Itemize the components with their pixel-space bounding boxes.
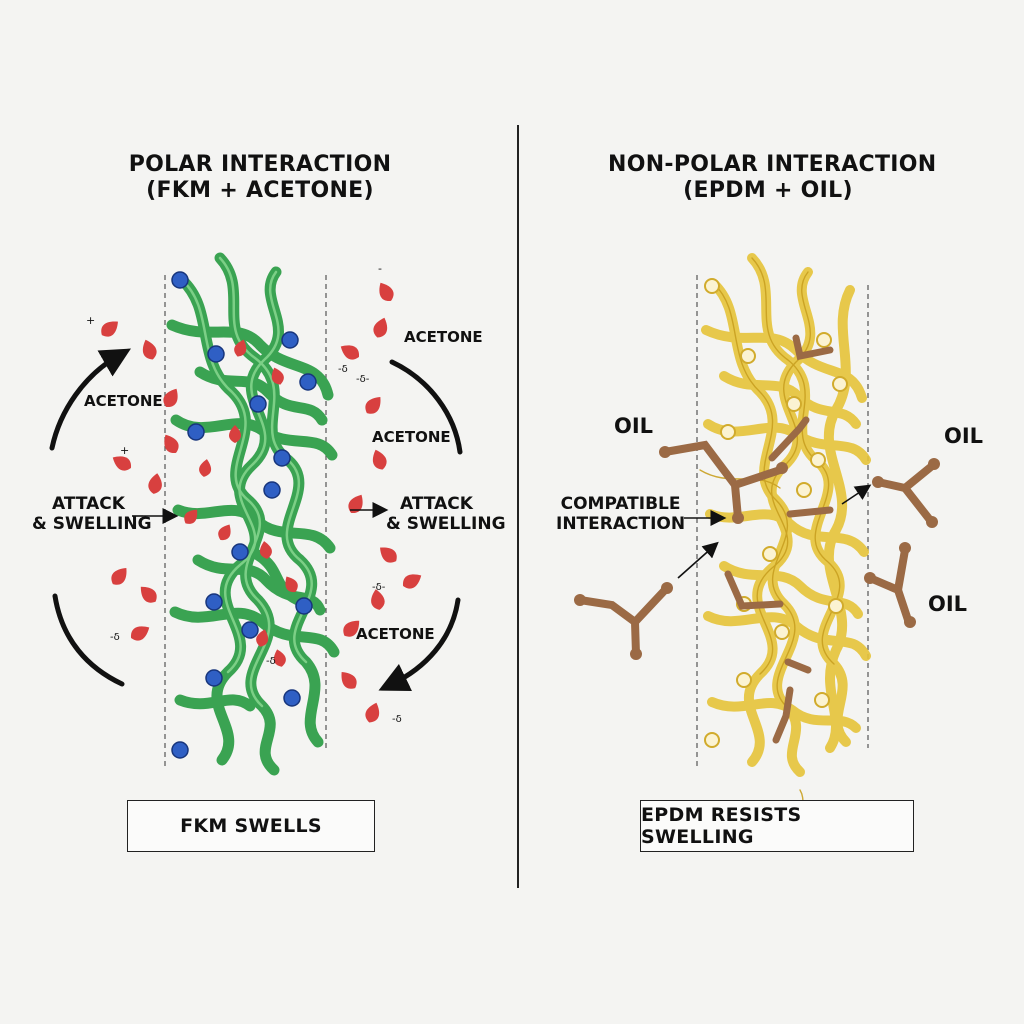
cycle-arrows [49, 348, 463, 691]
acetone-label: ACETONE [404, 328, 483, 346]
oil-molecule [864, 542, 916, 628]
compatible-interaction-label: COMPATIBLE INTERACTION [556, 494, 685, 535]
oil-molecule [872, 458, 940, 528]
oil-label: OIL [944, 424, 984, 448]
charge-mark: -δ- [372, 582, 386, 593]
acetone-label: ACETONE [356, 625, 435, 643]
charge-mark: + [86, 314, 96, 327]
epdm-result-box: EPDM RESISTS SWELLING [640, 800, 914, 852]
charge-mark: -δ- [356, 374, 370, 385]
left-title: POLAR INTERACTION (FKM + ACETONE) [110, 152, 410, 205]
left-title-line2: (FKM + ACETONE) [146, 178, 374, 204]
oil-molecule [659, 440, 788, 524]
epdm-crosslink-nodes [704, 278, 848, 748]
attack-swelling-label-left: ATTACK & SWELLING [32, 494, 152, 535]
charge-mark: -δ [392, 714, 402, 725]
oil-label: OIL [928, 592, 968, 616]
oil-label: OIL [614, 414, 654, 438]
fkm-crosslink-nodes [171, 271, 317, 759]
oil-molecules-outside [574, 440, 940, 660]
right-title: NON-POLAR INTERACTION (EPDM + OIL) [608, 152, 937, 205]
acetone-label: ACETONE [84, 392, 163, 410]
charge-mark: -δ [338, 364, 348, 375]
charge-mark: - [378, 262, 382, 275]
epdm-boundary [696, 275, 869, 770]
compatible-arrows [677, 484, 872, 579]
acetone-label: ACETONE [372, 428, 451, 446]
charge-mark: -δ [110, 632, 120, 643]
acetone-molecules [101, 282, 422, 723]
attack-swelling-label-right: ATTACK & SWELLING [386, 494, 506, 535]
oil-molecules-inside [724, 334, 834, 744]
compatible-line1: COMPATIBLE [560, 494, 681, 514]
attack-line1: ATTACK [52, 494, 125, 514]
attack-line1: ATTACK [400, 494, 473, 514]
right-title-line2: (EPDM + OIL) [683, 178, 853, 204]
charge-mark: -δ [266, 656, 276, 667]
attack-line2: & SWELLING [32, 514, 152, 535]
oil-molecule [574, 582, 673, 660]
right-title-line1: NON-POLAR INTERACTION [608, 152, 937, 177]
compatible-line2: INTERACTION [556, 514, 686, 535]
attack-arrows [132, 502, 389, 524]
charge-mark: + [120, 444, 130, 457]
left-title-line1: POLAR INTERACTION [128, 152, 392, 177]
fkm-result-box: FKM SWELLS [127, 800, 375, 852]
attack-line2: & SWELLING [386, 514, 506, 535]
